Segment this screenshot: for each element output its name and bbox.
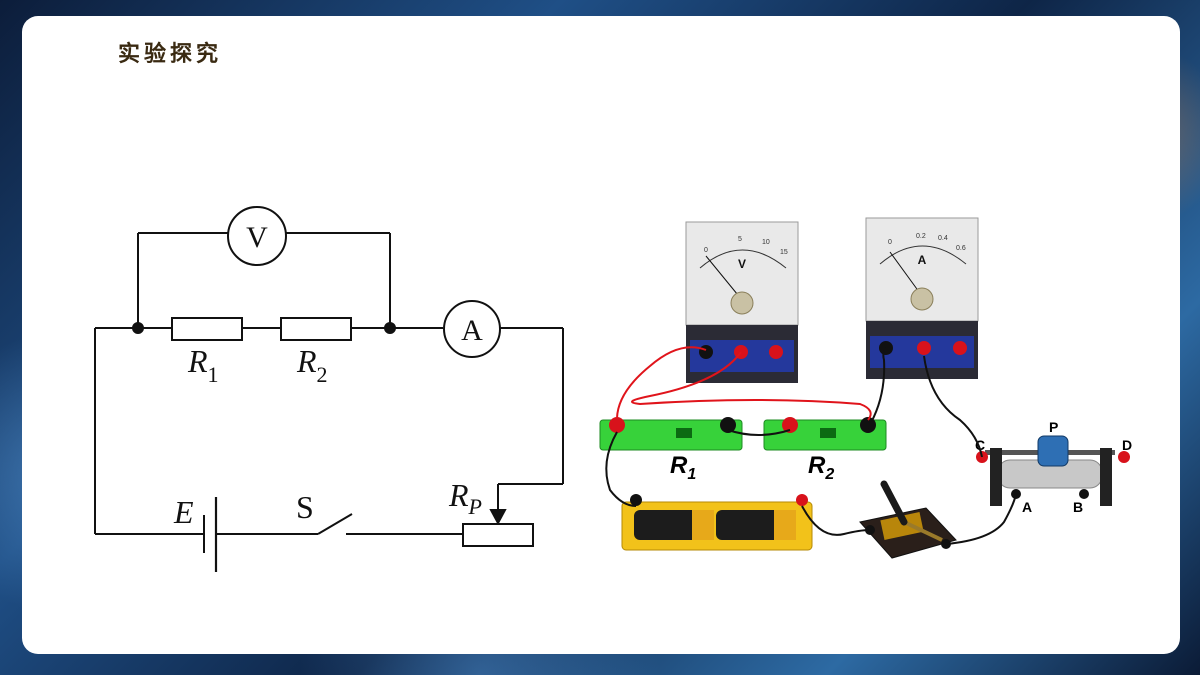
r2-photo-subscript: 2 bbox=[824, 466, 834, 483]
voltmeter-dial-letter: V bbox=[738, 257, 746, 271]
r1-terminal-black bbox=[720, 417, 736, 433]
junction-dot-left bbox=[132, 322, 144, 334]
r1-letter: R bbox=[187, 343, 208, 379]
red-wire-voltmeter-r1 bbox=[616, 346, 707, 419]
voltmeter-label: V bbox=[246, 221, 268, 254]
black-wire-switch-rheostat bbox=[945, 493, 1017, 545]
rheostat-right-stand bbox=[1100, 448, 1112, 506]
voltmeter-tick-10: 10 bbox=[762, 239, 770, 246]
battery-terminal-pos bbox=[796, 494, 808, 506]
rheostat-point-a: A bbox=[1022, 499, 1032, 515]
voltmeter-terminal-neg bbox=[699, 345, 713, 359]
rheostat-terminal-b bbox=[1079, 489, 1089, 499]
ammeter-tick-06: 0.6 bbox=[956, 245, 966, 252]
battery-label: E bbox=[173, 494, 194, 530]
rheostat-device bbox=[976, 435, 1130, 506]
rheostat-terminal-d bbox=[1118, 451, 1130, 463]
battery-terminal-neg bbox=[630, 494, 642, 506]
rheostat-point-p: P bbox=[1049, 419, 1058, 435]
r2-letter: R bbox=[296, 343, 317, 379]
r1-subscript: 1 bbox=[208, 362, 219, 387]
resistor-r2-board bbox=[763, 417, 887, 451]
r2-subscript: 2 bbox=[317, 362, 328, 387]
voltmeter-adjuster bbox=[730, 291, 754, 315]
r2-label: R2 bbox=[296, 343, 328, 387]
switch-label: S bbox=[296, 489, 314, 525]
resistor-r1-symbol bbox=[171, 317, 243, 341]
black-wire-r1-r2 bbox=[727, 429, 791, 436]
ammeter-label: A bbox=[461, 314, 483, 347]
ammeter-tick-0: 0 bbox=[888, 239, 892, 246]
junction-dot-right bbox=[384, 322, 396, 334]
r1-terminal-red bbox=[609, 417, 625, 433]
ammeter-device: 0 0.2 0.4 0.6 A bbox=[865, 217, 979, 379]
r1-photo-letter: R bbox=[670, 452, 688, 479]
r2-board-chip bbox=[820, 428, 836, 438]
rheostat-slider-block bbox=[1037, 435, 1069, 467]
voltmeter-terminal-15v bbox=[769, 345, 783, 359]
switch-blade bbox=[317, 513, 353, 535]
ammeter-tick-04: 0.4 bbox=[938, 235, 948, 242]
r1-photo-subscript: 1 bbox=[687, 466, 696, 483]
voltmeter-tick-15: 15 bbox=[780, 249, 788, 256]
battery-cell-1-cap bbox=[692, 510, 714, 540]
r2-photo-label: R2 bbox=[808, 452, 834, 483]
ammeter-terminal-06 bbox=[917, 341, 931, 355]
r1-board-body bbox=[599, 419, 743, 451]
switch-plate bbox=[880, 512, 924, 540]
knife-switch bbox=[859, 480, 957, 559]
voltmeter-symbol bbox=[227, 206, 287, 266]
rheostat-point-d: D bbox=[1122, 437, 1132, 453]
rp-subscript: P bbox=[468, 494, 482, 519]
ammeter-needle bbox=[889, 251, 923, 297]
ammeter-adjuster bbox=[910, 287, 934, 311]
rheostat-point-b: B bbox=[1073, 499, 1083, 515]
resistor-r2-symbol bbox=[280, 317, 352, 341]
battery-cell-2-cap bbox=[774, 510, 796, 540]
ammeter-scale-arc bbox=[879, 245, 967, 265]
rp-letter: R bbox=[448, 477, 469, 513]
circuit-schematic bbox=[94, 206, 564, 572]
rheostat-symbol bbox=[462, 523, 534, 547]
ammeter-dial-letter: A bbox=[918, 253, 927, 267]
voltmeter-scale-arc bbox=[699, 249, 787, 269]
resistor-r1-board bbox=[599, 417, 743, 451]
r1-board-chip bbox=[676, 428, 692, 438]
black-wire-r1-battery bbox=[605, 431, 637, 507]
voltmeter-device: 0 5 10 15 V bbox=[685, 221, 799, 383]
page-title: 实验探究 bbox=[118, 41, 223, 67]
rheostat-left-stand bbox=[990, 448, 1002, 506]
r2-terminal-red bbox=[782, 417, 798, 433]
switch-handle bbox=[880, 480, 908, 526]
r2-photo-letter: R bbox=[808, 452, 826, 479]
voltmeter-tick-5: 5 bbox=[738, 236, 742, 243]
ammeter-terminal-3a bbox=[953, 341, 967, 355]
rp-label: RP bbox=[448, 477, 482, 519]
black-wire-r2-ammeter bbox=[867, 347, 887, 429]
voltmeter-needle bbox=[705, 255, 743, 301]
battery-pack bbox=[621, 494, 813, 551]
switch-lever bbox=[903, 520, 943, 542]
rheostat-arrow bbox=[489, 509, 507, 526]
ammeter-tick-02: 0.2 bbox=[916, 233, 926, 240]
apparatus-wires bbox=[605, 346, 1017, 545]
rheostat-point-c: C bbox=[975, 437, 985, 453]
black-wire-battery-switch bbox=[801, 505, 871, 536]
r1-label: R1 bbox=[187, 343, 219, 387]
red-wire-voltmeter-r2 bbox=[631, 351, 872, 421]
voltmeter-tick-0: 0 bbox=[704, 247, 708, 254]
black-wire-ammeter-rheostat bbox=[923, 355, 983, 458]
r1-photo-label: R1 bbox=[670, 452, 696, 483]
